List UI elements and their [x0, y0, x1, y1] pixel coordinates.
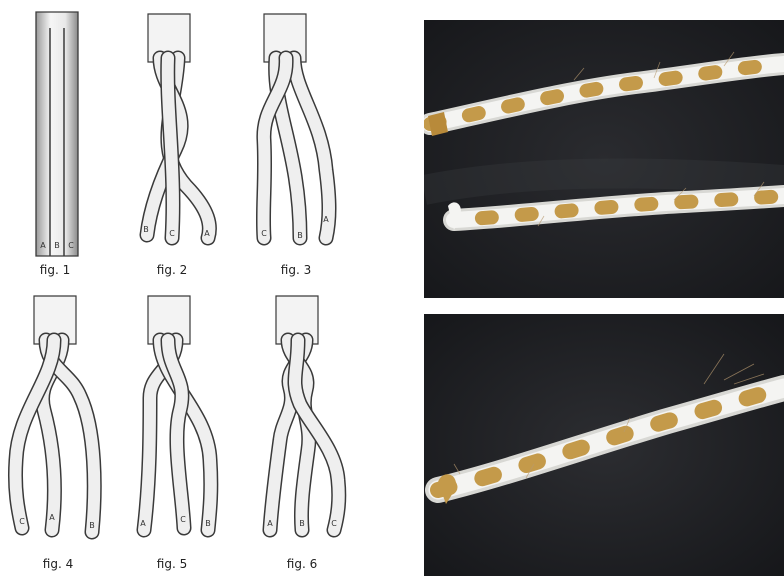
figure-caption: fig. 2	[157, 263, 187, 277]
strand-label: A	[40, 241, 46, 250]
figure-4: C A B fig. 4	[15, 296, 94, 571]
strand-c	[168, 58, 173, 238]
figure-2: B C A fig. 2	[143, 14, 210, 277]
strand-label: B	[299, 519, 305, 528]
figure-caption: fig. 5	[157, 557, 187, 571]
rope-photo-top	[424, 20, 784, 298]
strand-label: A	[204, 229, 210, 238]
figure-5: A C B fig. 5	[140, 296, 211, 571]
strand-label: C	[180, 515, 186, 524]
strand-label: B	[143, 225, 149, 234]
strand-label: A	[49, 513, 55, 522]
strand-label: B	[89, 521, 95, 530]
strand-label: C	[169, 229, 175, 238]
figure-1: A B C fig. 1	[36, 12, 78, 277]
rope-photo-bottom	[424, 314, 784, 576]
strand-label: B	[54, 241, 60, 250]
figure-caption: fig. 3	[281, 263, 311, 277]
strand-label: B	[205, 519, 211, 528]
figure-3: C B A fig. 3	[261, 14, 329, 277]
figure-caption: fig. 4	[43, 557, 73, 571]
strand-label: A	[267, 519, 273, 528]
strand-label: C	[261, 229, 267, 238]
surface-reflection	[424, 173, 784, 190]
strand-label: A	[140, 519, 146, 528]
figure-caption: fig. 1	[40, 263, 70, 277]
strand-group	[36, 12, 78, 256]
strand-label: C	[19, 517, 25, 526]
strand-label: B	[297, 231, 303, 240]
figure-caption: fig. 6	[287, 557, 317, 571]
strand-label: A	[323, 215, 329, 224]
strand-label: C	[68, 241, 74, 250]
braiding-diagram: A B C fig. 1 B C A fig. 2 C B A fig. 3	[0, 0, 400, 576]
strand-label: C	[331, 519, 337, 528]
figure-6: A B C fig. 6	[267, 296, 339, 571]
